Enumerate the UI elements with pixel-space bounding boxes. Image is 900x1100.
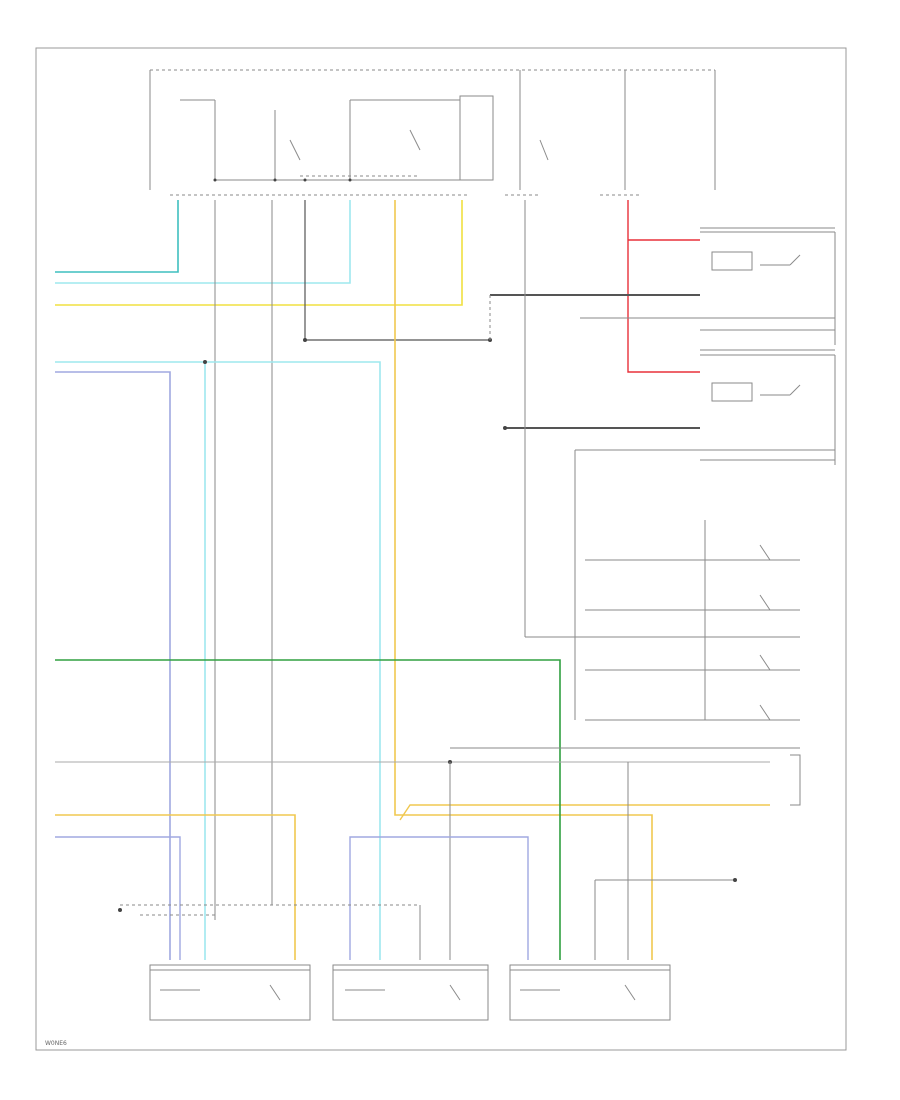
door-ajar-switch-ladder bbox=[524, 200, 800, 721]
blue-wire-lower-left bbox=[55, 836, 181, 960]
left-rear-latch-assembly bbox=[332, 964, 489, 1021]
yellow-orange-lower-left bbox=[55, 814, 296, 960]
diagram-frame bbox=[35, 47, 847, 1051]
teal-wire-top bbox=[55, 200, 179, 273]
yellow-wire-top bbox=[55, 200, 463, 306]
blue-wire-middle bbox=[349, 836, 529, 960]
cyan-wire-top bbox=[55, 200, 351, 284]
trunk-lock-connector bbox=[594, 754, 801, 960]
green-wire bbox=[55, 659, 561, 960]
yellow-orange-wire-b bbox=[399, 804, 770, 821]
left-front-latch-assembly bbox=[118, 904, 421, 1021]
blue-wire-left bbox=[55, 371, 171, 960]
top-fuse-area bbox=[149, 69, 716, 190]
yellow-orange-long-wire bbox=[394, 200, 653, 960]
cyan-long-wire bbox=[55, 361, 381, 960]
diagram-code: W0NE6 bbox=[45, 1040, 67, 1047]
right-rear-latch-assembly bbox=[509, 964, 671, 1021]
right-door-lock-module-lower bbox=[503, 349, 836, 465]
red-wire bbox=[627, 200, 700, 373]
right-door-lock-module-upper bbox=[489, 227, 836, 345]
